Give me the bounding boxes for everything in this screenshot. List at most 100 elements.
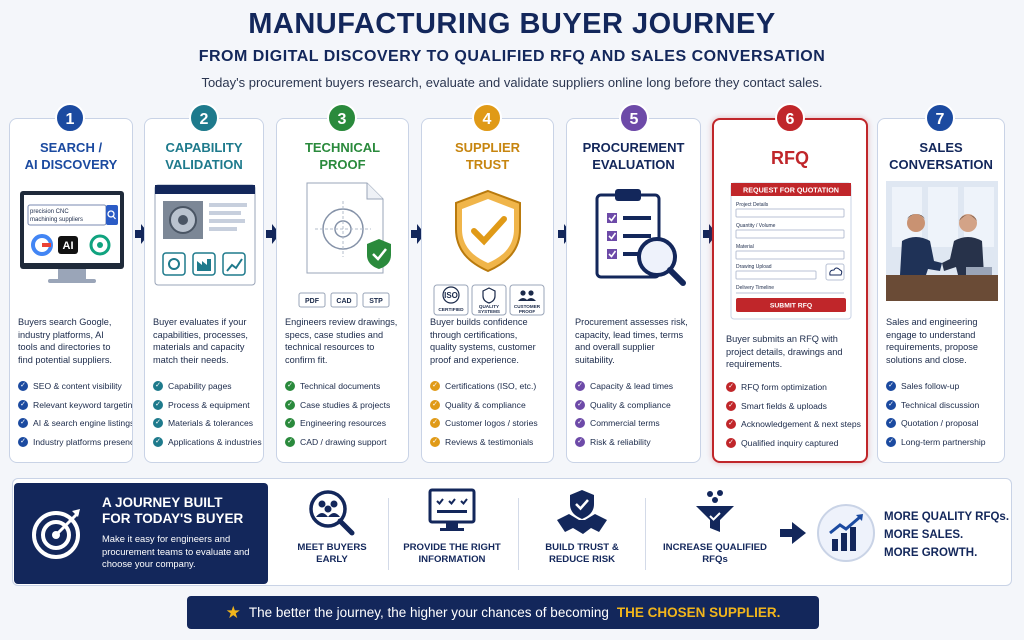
list-item: ✓Process & equipment xyxy=(153,399,259,419)
people-search-icon xyxy=(309,490,355,536)
check-icon: ✓ xyxy=(726,437,736,448)
check-icon: ✓ xyxy=(575,381,585,391)
list-item: ✓Capability pages xyxy=(153,381,259,400)
people-icon xyxy=(520,290,526,296)
svg-text:CERTIFIED: CERTIFIED xyxy=(438,307,464,313)
page-title: MANUFACTURING BUYER JOURNEY xyxy=(248,8,776,40)
gear-icon xyxy=(168,258,180,270)
step-6-card: RFQ REQUEST FOR QUOTATION Project Detail… xyxy=(712,118,868,463)
step-2-bullets: ✓Capability pages ✓Process & equipment ✓… xyxy=(153,381,262,456)
check-icon: ✓ xyxy=(430,381,440,391)
check-icon: ✓ xyxy=(285,418,295,428)
check-icon: ✓ xyxy=(153,418,163,428)
rfq-form-illustration: REQUEST FOR QUOTATION Project Details Qu… xyxy=(730,182,852,320)
step-7-description: Sales and engineering engage to understa… xyxy=(886,317,978,365)
step-2-badge: 2 xyxy=(189,103,219,133)
divider xyxy=(645,498,646,570)
check-icon: ✓ xyxy=(18,418,28,428)
check-icon: ✓ xyxy=(575,418,585,428)
check-icon: ✓ xyxy=(726,382,736,392)
arrow-right-icon xyxy=(411,224,425,244)
svg-text:SYSTEMS: SYSTEMS xyxy=(478,309,500,314)
svg-text:SUBMIT RFQ: SUBMIT RFQ xyxy=(770,303,812,310)
shield-icon: ISO CERTIFIED QUALITY SYSTEMS CUSTOMER P… xyxy=(433,189,545,316)
sales-illustration xyxy=(886,181,998,316)
chosen-supplier-banner: ★ The better the journey, the higher you… xyxy=(187,596,819,629)
handshake-meeting-icon xyxy=(886,181,998,301)
check-icon: ✓ xyxy=(18,381,28,391)
list-item: ✓Risk & reliability xyxy=(575,436,696,456)
list-item: ✓Quality & compliance xyxy=(575,399,696,419)
step-1-card: SEARCH /AI DISCOVERY precision CNC machi… xyxy=(9,118,133,463)
check-icon: ✓ xyxy=(886,399,896,410)
arrow-right-icon xyxy=(780,522,806,544)
step-2-description: Buyer evaluates if your capabilities, pr… xyxy=(153,317,248,365)
trust-illustration: ISO CERTIFIED QUALITY SYSTEMS CUSTOMER P… xyxy=(430,181,545,316)
page-subtitle: FROM DIGITAL DISCOVERY TO QUALIFIED RFQ … xyxy=(198,48,826,65)
intro-text: Today's procurement buyers research, eva… xyxy=(201,75,823,90)
check-icon: ✓ xyxy=(285,436,295,447)
list-item: ✓Certifications (ISO, etc.) xyxy=(430,381,549,400)
search-text-2: machining suppliers xyxy=(30,217,83,223)
check-icon: ✓ xyxy=(430,418,440,428)
check-icon: ✓ xyxy=(18,436,28,447)
arrow-right-icon xyxy=(135,224,149,244)
list-item: ✓Reviews & testimonials xyxy=(430,436,549,456)
step-5-bullets: ✓Capacity & lead times ✓Quality & compli… xyxy=(575,381,696,455)
list-item: ✓Qualified inquiry captured xyxy=(726,437,866,457)
arrow-right-icon xyxy=(703,224,717,244)
list-item: ✓Relevant keyword targeting xyxy=(18,399,132,419)
step-6-title: RFQ xyxy=(771,148,809,168)
list-item: ✓SEO & content visibility xyxy=(18,381,128,400)
step-1-title: SEARCH /AI DISCOVERY xyxy=(24,140,118,172)
step-6-bullets: ✓RFQ form optimization ✓Smart fields & u… xyxy=(726,382,866,456)
benefit-build-trust: BUILD TRUST &REDUCE RISK xyxy=(537,488,627,566)
funnel-icon xyxy=(696,490,734,532)
check-icon: ✓ xyxy=(726,419,736,429)
check-icon: ✓ xyxy=(285,381,295,391)
list-item: ✓Applications & industries xyxy=(153,436,262,456)
check-icon: ✓ xyxy=(18,399,28,410)
list-item: ✓Technical discussion xyxy=(886,399,1000,419)
list-item: ✓Long-term partnership xyxy=(886,436,1000,456)
step-1-bullets: ✓SEO & content visibility ✓Relevant keyw… xyxy=(18,381,132,455)
divider xyxy=(388,498,389,570)
star-icon: ★ xyxy=(225,602,241,622)
rfq-form: REQUEST FOR QUOTATION Project Details Qu… xyxy=(730,182,852,320)
file-tag-stp: STP xyxy=(369,298,383,305)
step-6-description: Buyer submits an RFQ with project detail… xyxy=(726,334,843,369)
target-icon xyxy=(32,509,80,559)
factory-icon xyxy=(197,259,211,271)
clipboard-icon xyxy=(595,189,686,286)
rfq-form-header: REQUEST FOR QUOTATION xyxy=(743,186,839,195)
check-icon: ✓ xyxy=(430,399,440,410)
check-icon: ✓ xyxy=(153,436,163,447)
banner-highlight: THE CHOSEN SUPPLIER. xyxy=(616,605,781,620)
growth-statement: MORE QUALITY RFQs. MORE SALES. MORE GROW… xyxy=(884,511,1010,559)
magnifier-icon xyxy=(637,237,677,277)
quality-shield-icon xyxy=(482,287,496,304)
journey-text: Make it easy for engineers and procureme… xyxy=(102,533,250,569)
shield-check-icon xyxy=(367,239,391,269)
field-label: Material xyxy=(736,244,754,250)
step-4-description: Buyer builds confidence through certific… xyxy=(430,317,536,365)
list-item: ✓Sales follow-up xyxy=(886,381,1000,400)
step-7-badge: 7 xyxy=(925,103,955,133)
check-icon: ✓ xyxy=(430,436,440,447)
checklist-monitor-icon xyxy=(428,488,476,531)
list-item: ✓AI & search engine listings xyxy=(18,418,132,437)
list-item: ✓Engineering resources xyxy=(285,418,404,437)
webpage-icon xyxy=(154,184,256,286)
arrow-right-icon xyxy=(266,224,280,244)
